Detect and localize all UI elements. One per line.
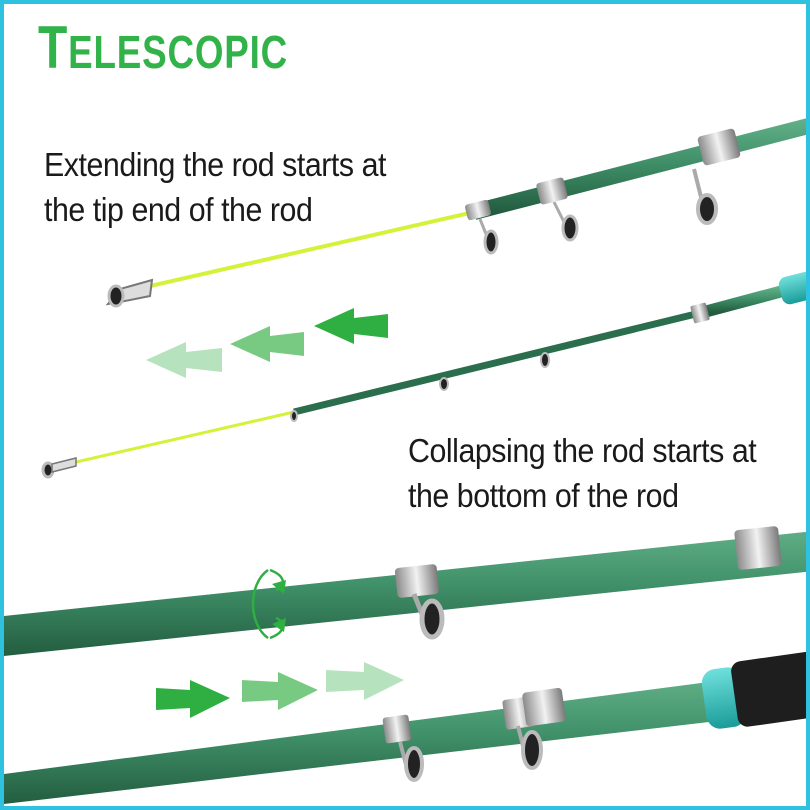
- rod-ferrule: [382, 714, 412, 744]
- arrow-left-icon: [146, 308, 388, 378]
- title-first-letter: T: [38, 14, 69, 81]
- rod-blank: [293, 308, 705, 416]
- rod-collapsing-lower: [4, 651, 806, 804]
- rod-illustration: [4, 118, 806, 804]
- line-guide-icon: [398, 741, 424, 782]
- rod-collapsing-upper: [4, 526, 806, 656]
- rod-blank: [472, 118, 806, 220]
- line-guide-icon: [692, 168, 718, 225]
- rod-ferrule: [394, 564, 440, 598]
- line-guide-icon: [516, 725, 543, 770]
- rod-full-length: [41, 271, 806, 479]
- line-guide-icon: [290, 352, 550, 422]
- line-guide-icon: [478, 218, 499, 255]
- extend-caption: Extending the rod starts at the tip end …: [44, 142, 386, 232]
- collapse-caption-line2: the bottom of the rod: [408, 477, 679, 514]
- rod-ferrule: [465, 199, 491, 221]
- rod-blank: [702, 282, 796, 318]
- rod-ferrule: [734, 526, 782, 570]
- rod-ferrule: [697, 128, 741, 166]
- rod-ferrule: [690, 302, 710, 324]
- title-rest: ELESCOPIC: [68, 26, 288, 78]
- page-title: TELESCOPIC: [38, 18, 288, 78]
- rod-grip: [778, 271, 806, 305]
- line-guide-icon: [411, 593, 445, 640]
- tip-top-guide-icon: [105, 278, 154, 308]
- collapse-caption: Collapsing the rod starts at the bottom …: [408, 428, 757, 518]
- arrow-right-icon: [156, 662, 404, 718]
- rotate-icon: [251, 568, 286, 640]
- rod-ferrule: [522, 687, 566, 727]
- rod-extending: [105, 118, 806, 308]
- collapse-caption-line1: Collapsing the rod starts at: [408, 432, 757, 469]
- rod-tip-section: [123, 210, 475, 294]
- extend-caption-line1: Extending the rod starts at: [44, 146, 386, 183]
- extend-caption-line2: the tip end of the rod: [44, 191, 313, 228]
- rod-tip-section: [49, 410, 295, 470]
- rod-grip: [701, 651, 806, 729]
- line-guide-icon: [552, 201, 579, 242]
- tip-top-guide-icon: [41, 457, 77, 479]
- rod-ferrule: [536, 177, 568, 205]
